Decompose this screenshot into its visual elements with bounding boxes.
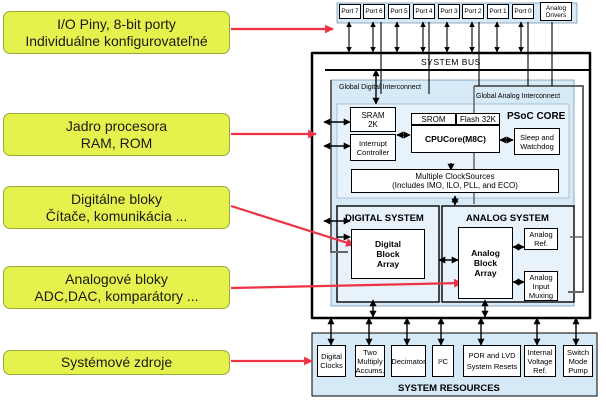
- callout-io-pins: I/O Piny, 8-bit porty Individuálne konfi…: [3, 11, 230, 54]
- callout-core-line-1: Jadro procesora: [65, 117, 168, 134]
- callout-digital-line-2: Čítače, komunikácia ...: [45, 207, 188, 224]
- interrupt-line-1: Interrupt: [359, 138, 387, 148]
- analog-input-muxing-block: Analog Input Muxing: [524, 271, 558, 301]
- system-resources-title: SYSTEM RESOURCES: [398, 383, 500, 394]
- resource-decimator: Decimator: [391, 345, 426, 377]
- analog-drivers-line-2: Drivers: [545, 11, 567, 19]
- flash-label: Flash 32K: [459, 114, 497, 124]
- port-1: Port 1: [487, 4, 509, 19]
- port-0-label: Port 0: [514, 8, 532, 15]
- digital-clocks-line-1: Digital: [321, 352, 342, 361]
- callout-analog-line-2: ADC,DAC, komparátory ...: [34, 287, 199, 304]
- multiply-accums-line-2: Multiply: [357, 356, 383, 366]
- voltage-ref-line-3: Ref.: [533, 365, 547, 375]
- digital-block-line-1: Digital: [375, 239, 401, 249]
- interrupt-controller-block: Interrupt Controller: [350, 134, 396, 161]
- resource-internal-voltage-ref: Internal Voltage Ref.: [524, 345, 556, 377]
- analog-drivers-line-1: Analog: [545, 4, 567, 12]
- cpu-core-label: CPUCore(M8C): [425, 133, 486, 144]
- sram-size: 2K: [368, 119, 378, 129]
- interrupt-line-2: Controller: [356, 147, 390, 157]
- sleep-watchdog-block: Sleep and Watchdog: [514, 128, 560, 155]
- port-1-label: Port 1: [489, 8, 507, 15]
- sleep-line-2: Watchdog: [520, 141, 554, 151]
- digital-block-line-2: Block: [376, 249, 400, 259]
- clock-sources-block: Multiple ClockSources (Includes IMO, ILO…: [351, 169, 559, 193]
- sleep-line-1: Sleep and: [520, 132, 554, 142]
- switch-pump-line-2: Mode: [568, 356, 588, 366]
- analog-block-line-3: Array: [474, 268, 497, 278]
- port-5-label: Port 5: [390, 8, 408, 15]
- analog-ref-line-1: Analog: [529, 230, 553, 239]
- port-3: Port 3: [438, 4, 460, 19]
- port-6: Port 6: [363, 4, 385, 19]
- resource-digital-clocks: Digital Clocks: [317, 345, 346, 377]
- callout-digital-blocks: Digitálne bloky Čítače, komunikácia ...: [3, 186, 230, 229]
- analog-ref-block: Analog Ref.: [524, 228, 558, 250]
- analog-block-line-1: Analog: [471, 248, 500, 258]
- decimator-label: Decimator: [391, 356, 426, 366]
- analog-muxing-line-2: Input: [532, 281, 550, 291]
- por-lvd-line-1: POR and LVD: [468, 351, 516, 360]
- flash-block: Flash 32K: [456, 113, 500, 125]
- i2c-label: I²C: [438, 356, 448, 366]
- port-7-label: Port 7: [341, 8, 359, 15]
- multiply-accums-line-3: Accums.: [355, 365, 385, 375]
- global-analog-label: Global Analog Interconnect: [476, 93, 561, 100]
- callout-analog-line-1: Analogové bloky: [65, 270, 168, 287]
- sram-label: SRAM: [361, 110, 385, 120]
- analog-muxing-line-3: Muxing: [528, 290, 554, 300]
- callout-resources-line-1: Systémové zdroje: [60, 354, 173, 370]
- port-5: Port 5: [388, 4, 410, 19]
- cpu-core-block: CPUCore(M8C): [411, 125, 500, 153]
- callout-io-pins-line-2: Individuálne konfigurovateľné: [25, 32, 208, 49]
- port-4: Port 4: [413, 4, 435, 19]
- port-0: Port 0: [512, 4, 534, 19]
- analog-block-line-2: Block: [473, 258, 498, 268]
- global-digital-label: Global Digital Interconnect: [339, 84, 422, 91]
- port-4-label: Port 4: [415, 8, 433, 15]
- switch-pump-line-1: Switch: [566, 347, 590, 357]
- port-6-label: Port 6: [365, 8, 383, 15]
- switch-pump-line-3: Pump: [568, 365, 588, 375]
- resource-switch-mode-pump: Switch Mode Pump: [563, 345, 593, 377]
- resource-i2c: I²C: [432, 345, 454, 377]
- analog-system-title: ANALOG SYSTEM: [466, 213, 549, 224]
- callout-core: Jadro procesora RAM, ROM: [3, 113, 230, 156]
- system-bus-label: SYSTEM BUS: [421, 57, 481, 67]
- srom-block: SROM: [411, 113, 456, 125]
- callout-system-resources: Systémové zdroje: [3, 350, 230, 375]
- analog-block-array: Analog Block Array: [458, 227, 513, 299]
- resource-por-lvd: POR and LVD System Resets: [463, 345, 521, 377]
- callout-io-pins-line-1: I/O Piny, 8-bit porty: [57, 15, 176, 32]
- port-2-label: Port 2: [464, 8, 482, 15]
- digital-block-array: Digital Block Array: [351, 229, 425, 279]
- port-3-label: Port 3: [440, 8, 458, 15]
- clock-sources-line-2: (Includes IMO, ILO, PLL, and ECO): [392, 181, 518, 190]
- voltage-ref-line-1: Internal: [527, 347, 553, 357]
- analog-ref-line-2: Ref.: [534, 239, 548, 248]
- digital-clocks-line-2: Clocks: [320, 361, 343, 370]
- analog-drivers: Analog Drivers: [540, 2, 572, 21]
- por-lvd-line-2: System Resets: [466, 362, 518, 371]
- sram-block: SRAM 2K: [350, 107, 396, 132]
- callout-analog-blocks: Analogové bloky ADC,DAC, komparátory ...: [3, 266, 230, 309]
- analog-muxing-line-1: Analog: [529, 272, 553, 282]
- psoc-core-title: PSoC CORE: [507, 111, 566, 122]
- callout-core-line-2: RAM, ROM: [80, 134, 153, 151]
- digital-system-title: DIGITAL SYSTEM: [345, 213, 424, 224]
- port-7: Port 7: [339, 4, 361, 19]
- callout-digital-line-1: Digitálne bloky: [70, 190, 163, 207]
- clock-sources-line-1: Multiple ClockSources: [415, 172, 495, 181]
- voltage-ref-line-2: Voltage: [527, 356, 553, 366]
- port-2: Port 2: [462, 4, 484, 19]
- resource-two-multiply-accums: Two Multiply Accums.: [355, 345, 385, 377]
- digital-block-line-3: Array: [376, 259, 400, 269]
- multiply-accums-line-1: Two: [363, 347, 377, 357]
- srom-label: SROM: [421, 114, 446, 124]
